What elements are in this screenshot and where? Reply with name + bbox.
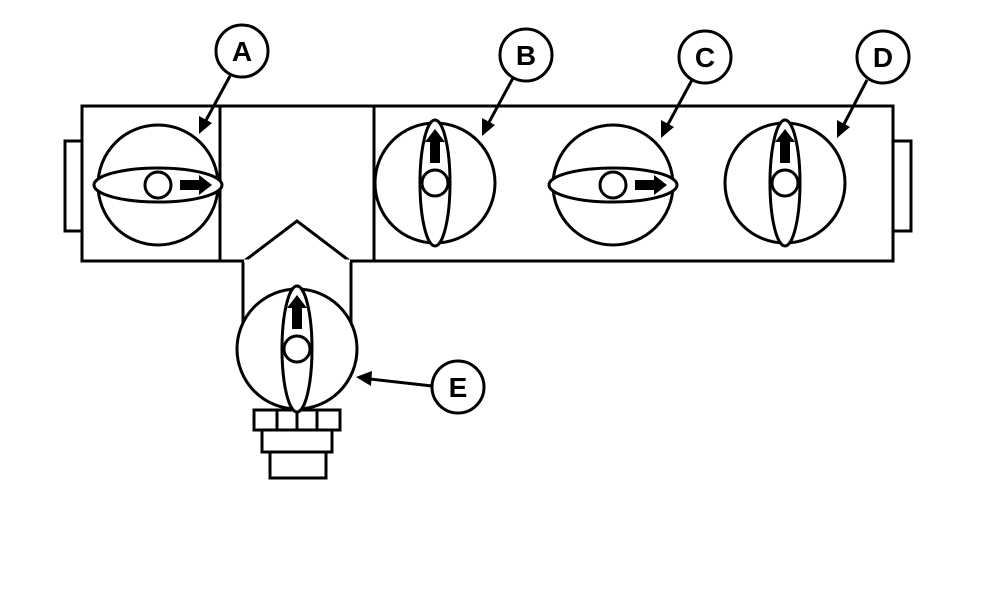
callout-e-label: E bbox=[449, 372, 468, 403]
leader-c bbox=[664, 79, 694, 129]
callout-c-circle bbox=[677, 29, 733, 85]
hose-connector-collar bbox=[260, 428, 334, 454]
leader-e-arrowhead-icon bbox=[356, 371, 372, 386]
valve-d-flow-arrow-icon bbox=[775, 129, 795, 163]
valve-c-hub bbox=[598, 170, 628, 200]
callout-a-circle bbox=[214, 23, 270, 79]
callout-b-circle bbox=[498, 27, 554, 83]
valve-d-hub bbox=[770, 168, 800, 198]
valve-b-hub bbox=[420, 168, 450, 198]
hose-connector-tip bbox=[268, 450, 328, 480]
leader-b bbox=[485, 77, 515, 127]
valve-e bbox=[235, 284, 359, 414]
callout-a: A bbox=[214, 23, 270, 79]
callout-e-circle bbox=[430, 359, 486, 415]
valve-c bbox=[547, 123, 679, 247]
leader-c-arrowhead-icon bbox=[661, 120, 674, 138]
leader-d bbox=[840, 79, 869, 129]
valve-a-hub bbox=[143, 170, 173, 200]
valve-c-flow-arrow-icon bbox=[635, 175, 667, 195]
callout-c: C bbox=[677, 29, 733, 85]
leader-d-arrowhead-icon bbox=[837, 120, 850, 138]
valve-a-flow-arrow-icon bbox=[180, 175, 212, 195]
valve-b-flow-arrow-icon bbox=[425, 129, 445, 163]
right-end-connector bbox=[891, 139, 913, 233]
valve-d bbox=[723, 118, 847, 248]
callout-a-label: A bbox=[232, 36, 252, 67]
leader-e bbox=[369, 377, 433, 388]
valve-e-hub bbox=[282, 334, 312, 364]
valve-e-flow-arrow-icon bbox=[287, 295, 307, 329]
callout-d: D bbox=[855, 29, 911, 85]
callout-b-label: B bbox=[516, 40, 536, 71]
callout-d-circle bbox=[855, 29, 911, 85]
leader-a-arrowhead-icon bbox=[199, 116, 212, 134]
leader-a bbox=[202, 75, 232, 125]
callout-c-label: C bbox=[695, 42, 715, 73]
callout-b: B bbox=[498, 27, 554, 83]
callout-e: E bbox=[430, 359, 486, 415]
valve-b bbox=[373, 118, 497, 248]
leader-lines bbox=[199, 75, 869, 388]
leader-b-arrowhead-icon bbox=[482, 118, 495, 136]
callout-d-label: D bbox=[873, 42, 893, 73]
left-end-connector bbox=[63, 139, 85, 233]
valve-a bbox=[92, 123, 224, 247]
